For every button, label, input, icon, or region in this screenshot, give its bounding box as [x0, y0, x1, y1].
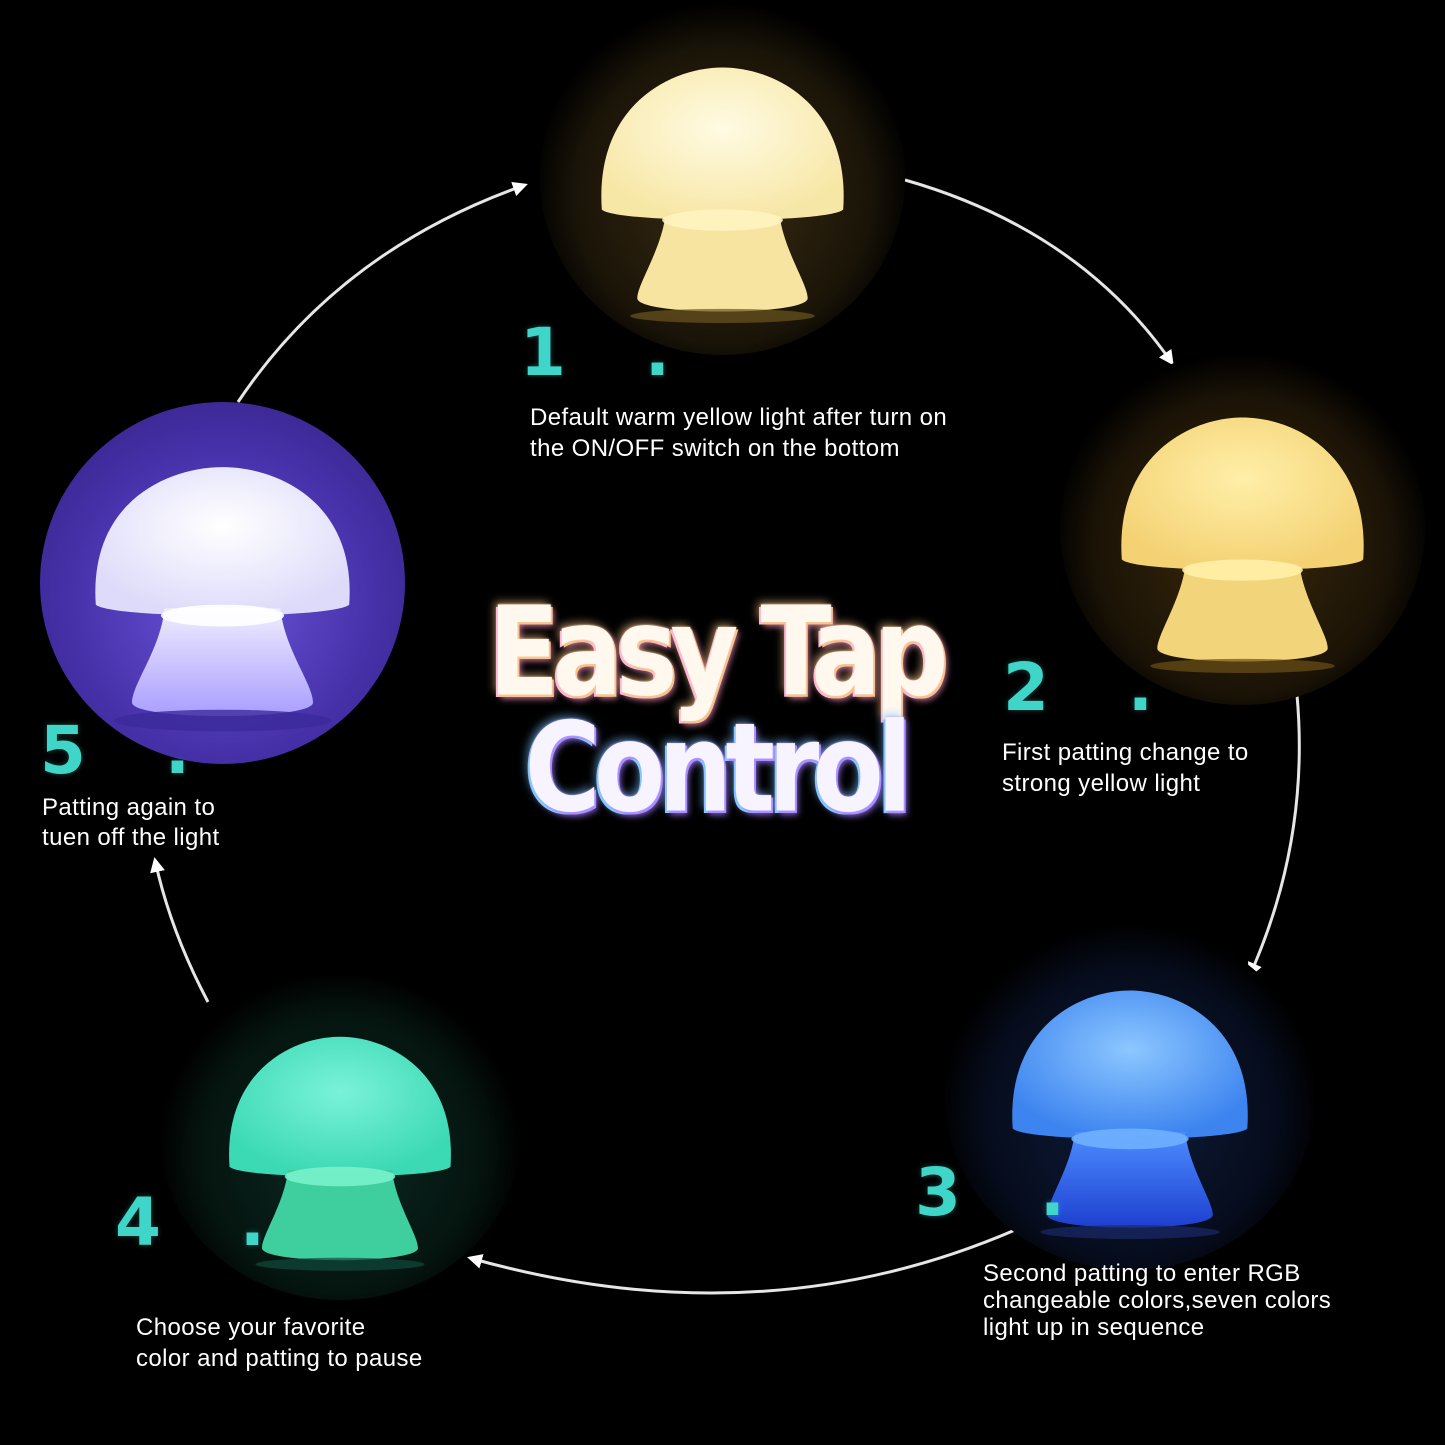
- arrow-2-to-3: [1248, 694, 1301, 978]
- step-1-description: Default warm yellow light after turn on …: [530, 404, 948, 462]
- mushroom-lamp-icon: [95, 467, 350, 732]
- step-4-description: Choose your favorite color and patting t…: [136, 1314, 423, 1372]
- step-3-number: 3 .: [915, 1154, 1093, 1231]
- step-2-description: First patting change to strong yellow li…: [1002, 739, 1249, 797]
- mushroom-lamp-icon: [601, 67, 844, 324]
- step-3-description: Second patting to enter RGB changeable c…: [983, 1260, 1332, 1341]
- lamp-step-4: [160, 975, 520, 1300]
- mushroom-lamp-icon: [229, 1036, 451, 1271]
- headline-line-2: Control: [524, 696, 913, 840]
- arrow-1-to-2: [904, 178, 1174, 366]
- arrow-5-to-1: [236, 181, 528, 403]
- lamp-step-3: [945, 925, 1315, 1270]
- step-2-number: 2 .: [1003, 649, 1181, 726]
- arrow-3-to-4: [467, 1228, 1016, 1295]
- headline-line-1: Easy Tap: [488, 580, 948, 724]
- mushroom-lamp-icon: [1012, 990, 1248, 1239]
- lamp-step-5: [40, 402, 405, 764]
- step-5-number: 5 .: [40, 712, 218, 789]
- mushroom-lamp-icon: [1121, 417, 1364, 674]
- step-4-number: 4 .: [115, 1184, 293, 1261]
- lamp-step-1: [540, 0, 905, 355]
- step-5-description: Patting again to tuen off the light: [42, 794, 220, 851]
- step-1-number: 1 .: [520, 314, 698, 391]
- arrow-4-to-5: [150, 857, 210, 1003]
- headline: Easy Tap Control: [470, 591, 960, 830]
- lamp-step-2: [1060, 350, 1425, 705]
